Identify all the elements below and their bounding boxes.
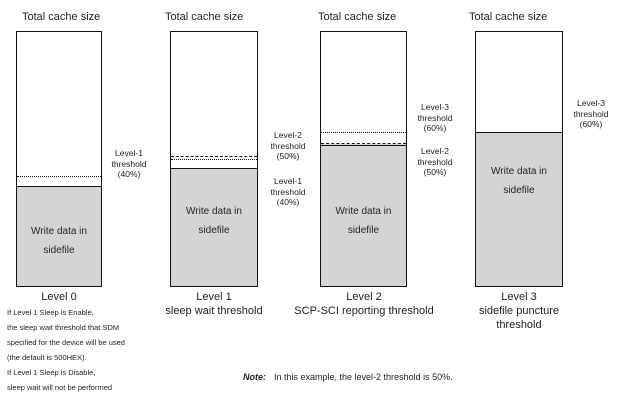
level0-fill-label: Write data in sidefile bbox=[31, 226, 87, 256]
level0-title: Total cache size bbox=[22, 11, 101, 23]
level0-threshold-line bbox=[17, 176, 101, 177]
level2-threshold2-line bbox=[321, 143, 406, 144]
level1-fill-top-line bbox=[171, 168, 257, 169]
level0-notes: If Level 1 Sleep is Enable, the sleep wa… bbox=[7, 305, 125, 395]
level3-caption: Level 3 sidefile puncture threshold bbox=[478, 291, 560, 331]
level3-threshold3-label: Level-3 threshold (60%) bbox=[573, 98, 609, 130]
level0-caption: Level 0 bbox=[41, 291, 77, 303]
level0-note-line: If Level 1 Sleep is Enable, bbox=[7, 308, 94, 317]
level1-threshold1-label: Level-1 threshold (40%) bbox=[270, 176, 306, 208]
level2-fill-label: Write data in sidefile bbox=[335, 206, 392, 236]
level3-sidefile-fill bbox=[476, 132, 562, 286]
level2-threshold2-label: Level-2 threshold (50%) bbox=[417, 146, 453, 178]
level0-note-line: the sleep wait threshold that SDM bbox=[7, 323, 120, 332]
note-label: Note: bbox=[243, 372, 266, 382]
level3-fill-label: Write data in sidefile bbox=[491, 166, 547, 196]
level2-title: Total cache size bbox=[318, 11, 397, 23]
level2-threshold3-line bbox=[321, 132, 406, 133]
level3-title: Total cache size bbox=[469, 11, 548, 23]
level0-threshold-label: Level-1 threshold (40%) bbox=[111, 148, 147, 180]
level2-fill-top-line bbox=[321, 145, 406, 146]
level0-note-line: If Level 1 Sleep is Disable, bbox=[7, 368, 96, 377]
level2-caption: Level 2 SCP-SCI reporting threshold bbox=[294, 291, 434, 317]
level1-cache-bar: Write data in sidefile bbox=[170, 31, 258, 287]
level3-threshold3-line bbox=[476, 132, 562, 133]
level0-cache-bar: Write data in sidefile bbox=[16, 31, 102, 287]
level1-caption: Level 1 sleep wait threshold bbox=[165, 291, 263, 317]
level0-sidefile-fill bbox=[17, 186, 101, 286]
level3-cache-bar: Write data in sidefile bbox=[475, 31, 563, 287]
level2-cache-bar: Write data in sidefile bbox=[320, 31, 407, 287]
level1-threshold1-line bbox=[171, 159, 257, 160]
note-text: In this example, the level-2 threshold i… bbox=[274, 372, 453, 382]
level0-note-line: specified for the device will be used bbox=[7, 338, 125, 347]
level1-sidefile-fill bbox=[171, 168, 257, 286]
level1-threshold2-label: Level-2 threshold (50%) bbox=[270, 130, 306, 162]
level0-fill-top-line bbox=[17, 186, 101, 187]
note: Note: In this example, the level-2 thresh… bbox=[243, 372, 453, 382]
level1-fill-label: Write data in sidefile bbox=[186, 206, 242, 236]
level1-threshold2-line bbox=[171, 156, 257, 157]
level2-sidefile-fill bbox=[321, 144, 406, 286]
level1-title: Total cache size bbox=[165, 11, 244, 23]
level0-note-line: (the default is 500HEX). bbox=[7, 353, 87, 362]
level0-note-line: sleep wait will not be performed bbox=[7, 383, 113, 392]
level2-threshold3-label: Level-3 threshold (60%) bbox=[417, 102, 453, 134]
